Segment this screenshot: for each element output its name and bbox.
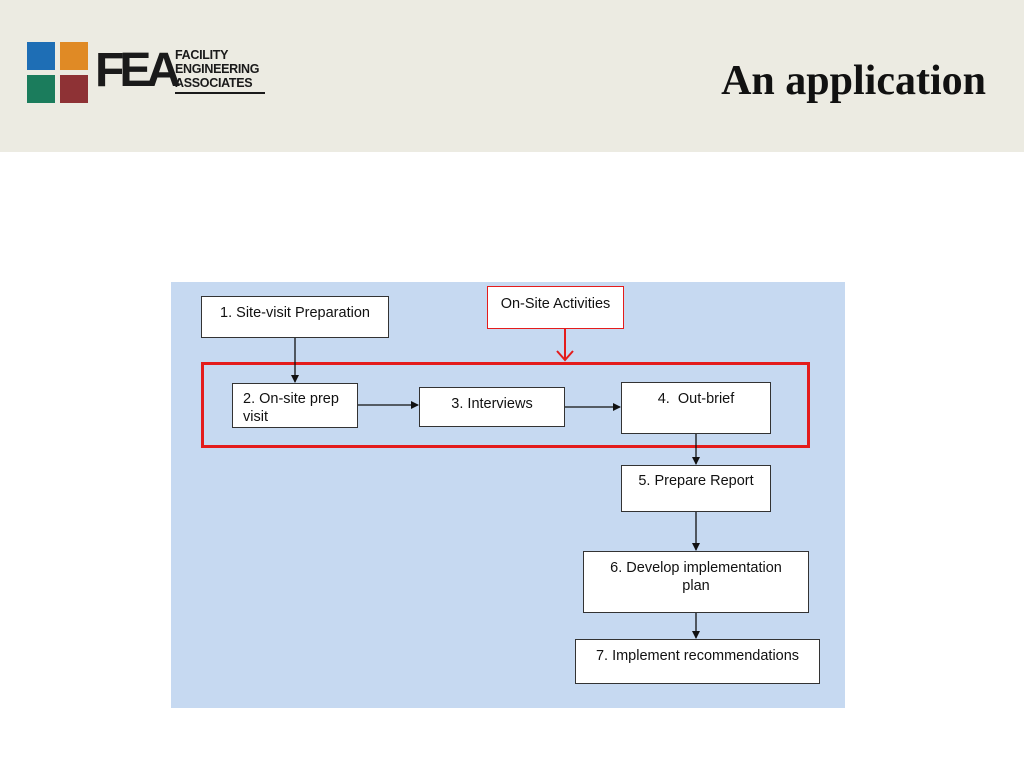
step-2-on-site-prep-visit: 2. On-site prep visit: [232, 383, 358, 428]
step-7-implement-recommendations: 7. Implement recommendations: [575, 639, 820, 684]
step-1-label: 1. Site-visit Preparation: [220, 305, 370, 321]
step-4-out-brief: 4. Out-brief: [621, 382, 771, 434]
logo-square-green: [27, 75, 55, 103]
step-7-label: 7. Implement recommendations: [595, 648, 800, 664]
logo-wordmark: FACILITY ENGINEERING ASSOCIATES: [175, 48, 260, 90]
step-3-interviews: 3. Interviews: [419, 387, 565, 427]
step-2-label: 2. On-site prep visit: [243, 391, 339, 425]
step-5-label: 5. Prepare Report: [638, 473, 754, 489]
logo-line-3: ASSOCIATES: [175, 76, 253, 90]
logo-square-red: [60, 75, 88, 103]
logo-square-blue: [27, 42, 55, 70]
step-6-develop-implementation-plan: 6. Develop implementation plan: [583, 551, 809, 613]
logo-mark: FEA: [95, 44, 181, 97]
step-6-label: 6. Develop implementation plan: [610, 560, 782, 594]
on-site-activities-callout: On-Site Activities: [487, 286, 624, 329]
step-3-label: 3. Interviews: [451, 396, 533, 412]
logo-underline: [175, 92, 265, 94]
logo-square-orange: [60, 42, 88, 70]
callout-label: On-Site Activities: [500, 296, 611, 312]
logo-line-1: FACILITY: [175, 48, 229, 62]
slide-header: FEA FACILITY ENGINEERING ASSOCIATES An a…: [0, 0, 1024, 152]
logo-line-2: ENGINEERING: [175, 62, 260, 76]
on-site-activities-frame: [201, 362, 810, 448]
step-4-label: 4. Out-brief: [657, 391, 735, 407]
step-1-site-visit-preparation: 1. Site-visit Preparation: [201, 296, 389, 338]
step-5-prepare-report: 5. Prepare Report: [621, 465, 771, 512]
slide-title: An application: [721, 58, 986, 104]
fea-logo: FEA FACILITY ENGINEERING ASSOCIATES: [27, 42, 277, 104]
